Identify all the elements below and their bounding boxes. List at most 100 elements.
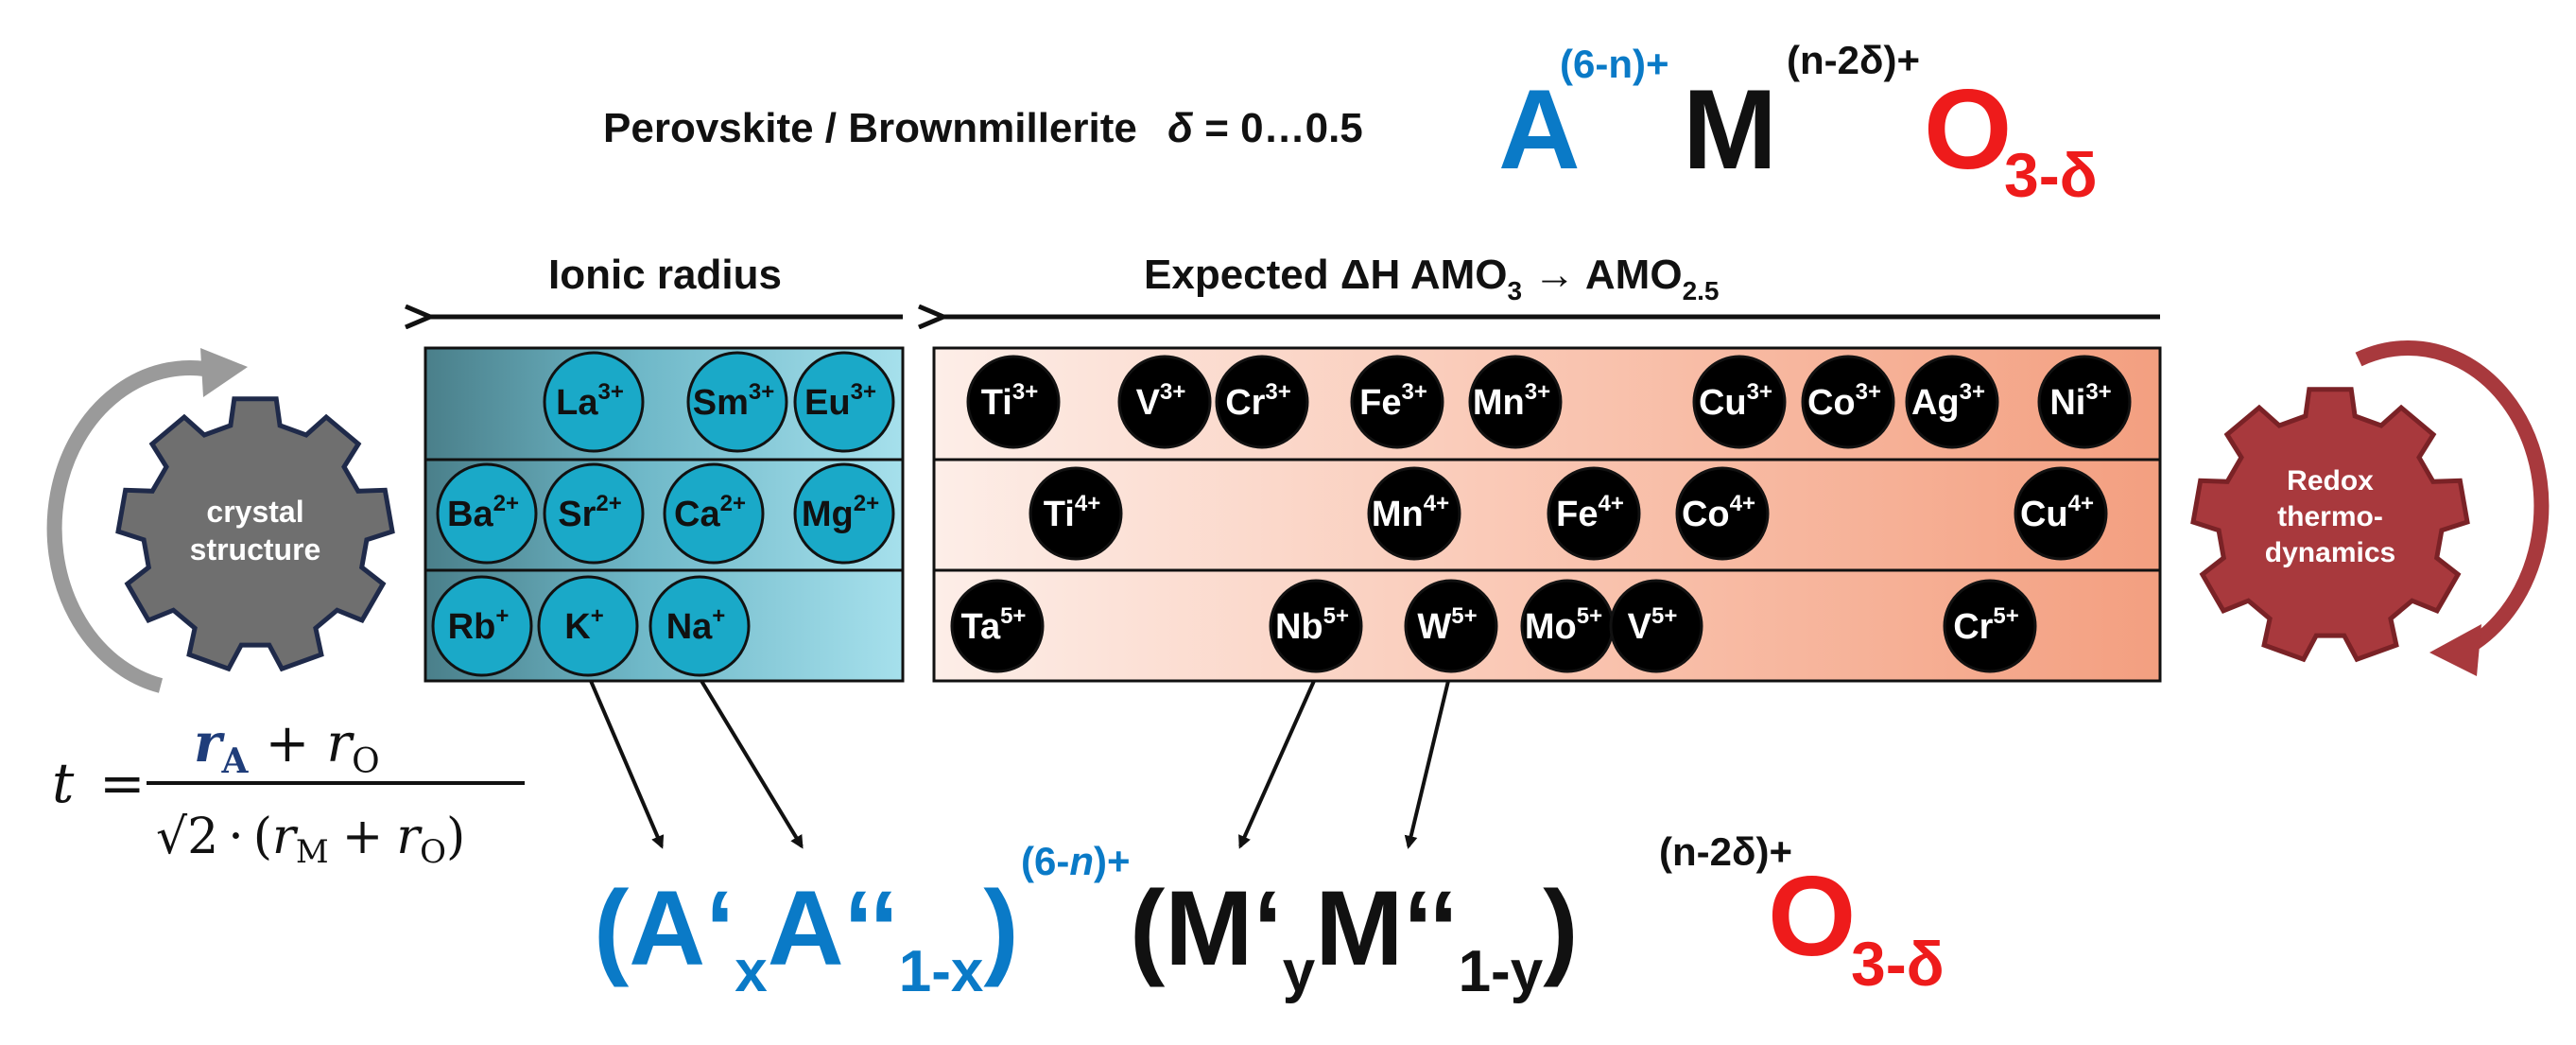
header-formula-M-charge: (n-2δ)+ xyxy=(1787,38,1920,82)
ion-circle xyxy=(2014,466,2108,561)
m-site-ion-cu-13: Cu4+ xyxy=(2014,466,2108,561)
a-site-ion-rb-7: Rb+ xyxy=(431,575,533,677)
ion-circle xyxy=(1404,579,1498,673)
m-site-ion-v-1: V3+ xyxy=(1117,355,1212,449)
ion-circle xyxy=(648,575,751,677)
ion-circle xyxy=(793,462,895,565)
ion-label: V3+ xyxy=(1136,379,1186,423)
m-site-ion-w-16: W5+ xyxy=(1404,579,1498,673)
enthalpy-label: Expected ΔH AMO3 → AMO2.5 xyxy=(1144,252,1720,305)
header-formula-A: A xyxy=(1498,66,1581,193)
left-cycle-arrow xyxy=(46,360,222,693)
header-label: Perovskite / Brownmillerite δ = 0…0.5 xyxy=(603,105,1363,151)
tol-denominator: √2·(rM+rO) xyxy=(156,809,465,871)
a-site-ion-eu-2: Eu3+ xyxy=(793,351,895,453)
m-site-ion-fe-3: Fe3+ xyxy=(1350,355,1444,449)
substituted-formula: (A‘xA‘‘1-x) (6-n)+ (M‘yM‘‘1-y) (n-2δ)+ O… xyxy=(594,829,1945,1004)
ion-circle xyxy=(686,351,788,453)
ion-label: Fe4+ xyxy=(1556,491,1624,534)
header-formula-O-sub: 3-δ xyxy=(2004,140,2098,210)
ion-label: Ni3+ xyxy=(2049,379,2111,423)
a-site-ion-na-9: Na+ xyxy=(648,575,751,677)
ion-label: Nb5+ xyxy=(1275,603,1349,647)
ion-circle xyxy=(793,351,895,453)
gear-right-line1: Redox xyxy=(2287,465,2374,496)
ion-label: Na+ xyxy=(666,603,726,647)
a-site-ion-ba-3: Ba2+ xyxy=(436,462,538,565)
ion-label: Rb+ xyxy=(448,603,510,647)
m-site-ion-co-6: Co3+ xyxy=(1801,355,1895,449)
pointer-arrow-K xyxy=(589,680,665,849)
ion-circle xyxy=(1609,579,1703,673)
ion-circle xyxy=(1350,355,1444,449)
tolerance-factor-formula: t = rA+rO √2·(rM+rO) xyxy=(52,712,525,871)
ion-label: Cr3+ xyxy=(1225,379,1291,423)
m-site-ion-v-18: V5+ xyxy=(1609,579,1703,673)
ion-circle xyxy=(1215,355,1309,449)
ion-label: Ca2+ xyxy=(674,491,746,534)
ion-label: W5+ xyxy=(1417,603,1477,647)
m-site-ion-nb-15: Nb5+ xyxy=(1269,579,1363,673)
pointer-arrow-W xyxy=(1404,680,1450,849)
right-cycle-arrow xyxy=(2355,340,2550,660)
ion-circle xyxy=(1905,355,1999,449)
crystal-structure-gear xyxy=(115,396,395,672)
ion-label: Mo5+ xyxy=(1525,603,1602,647)
gear-icon xyxy=(2190,387,2470,663)
m-site-ion-mn-4: Mn3+ xyxy=(1468,355,1563,449)
m-site-ion-ti-9: Ti4+ xyxy=(1029,466,1123,561)
ion-circle xyxy=(1801,355,1895,449)
ion-label: Ag3+ xyxy=(1911,379,1985,423)
m-site-ion-cr-19: Cr5+ xyxy=(1943,579,2037,673)
ion-label: Mn4+ xyxy=(1372,491,1449,534)
formula-O-part: O xyxy=(1768,853,1856,980)
ion-circle xyxy=(543,462,645,565)
ion-label: Ti3+ xyxy=(981,379,1038,423)
formula-M-charge: (n-2δ)+ xyxy=(1659,829,1792,874)
ion-circle xyxy=(1269,579,1363,673)
formula-A-charge: (6-n)+ xyxy=(1021,839,1131,883)
header-formula-M: M xyxy=(1683,66,1777,193)
ion-circle xyxy=(663,462,765,565)
ion-label: Ta5+ xyxy=(961,603,1027,647)
ion-label: Fe3+ xyxy=(1359,379,1427,423)
ionic-radius-label: Ionic radius xyxy=(548,252,782,298)
ion-label: Cu3+ xyxy=(1699,379,1772,423)
left-cycle-arrowhead xyxy=(200,348,248,397)
ion-label: Eu3+ xyxy=(804,379,876,423)
m-site-ion-co-12: Co4+ xyxy=(1675,466,1770,561)
redox-thermodynamics-gear xyxy=(2190,387,2470,663)
ion-circle xyxy=(1367,466,1461,561)
tol-t: t xyxy=(52,751,75,815)
tol-equals: = xyxy=(99,751,146,815)
m-site-ion-cr-2: Cr3+ xyxy=(1215,355,1309,449)
ion-label: V5+ xyxy=(1628,603,1678,647)
formula-M-part: (M‘yM‘‘1-y) xyxy=(1130,869,1578,1004)
gear-left-line1: crystal xyxy=(206,495,303,529)
ion-label: Sr2+ xyxy=(558,491,622,534)
ion-label: Co3+ xyxy=(1807,379,1881,423)
tol-numerator: rA+rO xyxy=(194,712,380,781)
formula-A-part: (A‘xA‘‘1-x) xyxy=(594,869,1019,1004)
formula-O-sub: 3-δ xyxy=(1851,929,1945,999)
ion-circle xyxy=(1117,355,1212,449)
a-site-ion-mg-6: Mg2+ xyxy=(793,462,895,565)
m-site-ion-ni-8: Ni3+ xyxy=(2037,355,2132,449)
ion-label: Ba2+ xyxy=(447,491,519,534)
a-site-ion-sm-1: Sm3+ xyxy=(686,351,788,453)
ion-circle xyxy=(431,575,533,677)
ion-circle xyxy=(537,575,639,677)
ion-label: Sm3+ xyxy=(693,379,775,423)
ion-label: Co4+ xyxy=(1682,491,1755,534)
ion-label: Ti4+ xyxy=(1044,491,1100,534)
m-site-ion-mn-10: Mn4+ xyxy=(1367,466,1461,561)
m-site-ion-fe-11: Fe4+ xyxy=(1547,466,1641,561)
ion-label: Mg2+ xyxy=(802,491,879,534)
gear-right-line3: dynamics xyxy=(2265,537,2395,568)
ion-circle xyxy=(1943,579,2037,673)
m-site-ion-mo-17: Mo5+ xyxy=(1520,579,1615,673)
gear-icon xyxy=(115,396,395,672)
ion-label: La3+ xyxy=(556,379,624,423)
